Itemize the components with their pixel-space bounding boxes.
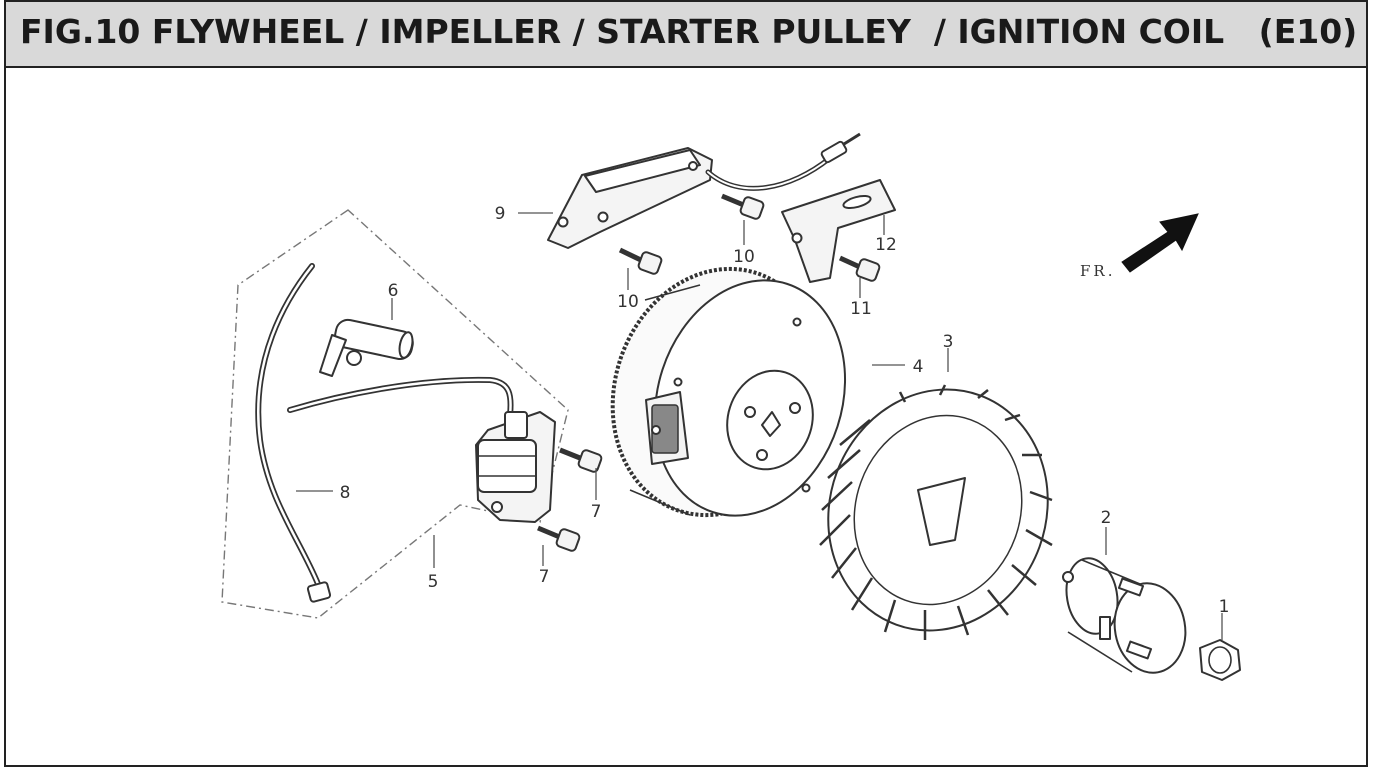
front-direction-label: FR. xyxy=(1080,262,1115,280)
callout-4: 4 xyxy=(913,357,924,377)
figure-title: FIG.10 FLYWHEEL / IMPELLER / STARTER PUL… xyxy=(20,12,1358,51)
figure-frame: FIG.10 FLYWHEEL / IMPELLER / STARTER PUL… xyxy=(4,0,1368,767)
callout-10-upper: 10 xyxy=(733,247,755,267)
callout-1: 1 xyxy=(1219,597,1230,617)
callout-5: 5 xyxy=(428,572,439,592)
callout-2: 2 xyxy=(1101,508,1112,528)
charge-coil-bolt-b xyxy=(721,193,765,220)
starter-pulley xyxy=(1060,557,1187,674)
parts-diagram: 1 2 3 4 5 6 7 7 8 9 10 10 11 12 FR. xyxy=(221,132,1241,681)
coil-bolt-lower xyxy=(537,525,581,552)
impeller xyxy=(819,384,1053,640)
bracket-bolt xyxy=(838,255,881,282)
callout-7-upper: 7 xyxy=(591,502,602,522)
callout-12: 12 xyxy=(875,235,897,255)
high-tension-wire xyxy=(255,263,321,587)
bracket xyxy=(781,179,896,283)
coil-bolt-upper xyxy=(559,447,603,473)
front-direction-arrow-icon xyxy=(1121,213,1199,273)
ignition-coil-assembly-boundary xyxy=(221,209,569,619)
callout-9: 9 xyxy=(495,204,506,224)
callout-3: 3 xyxy=(943,332,954,352)
figure-header: FIG.10 FLYWHEEL / IMPELLER / STARTER PUL… xyxy=(6,2,1366,68)
charge-coil-bolt-a xyxy=(618,247,663,275)
leader-lines xyxy=(296,212,1223,640)
callout-8: 8 xyxy=(340,483,351,503)
ignition-coil xyxy=(475,411,556,523)
flywheel xyxy=(610,266,847,518)
wire-terminal xyxy=(306,581,332,603)
spark-plug-cap xyxy=(319,318,414,377)
charge-coil xyxy=(547,147,713,249)
flywheel-nut xyxy=(1199,639,1241,681)
callout-11: 11 xyxy=(850,299,872,319)
callout-10-lower: 10 xyxy=(617,292,639,312)
callout-7-lower: 7 xyxy=(539,567,550,587)
callout-6: 6 xyxy=(388,281,399,301)
